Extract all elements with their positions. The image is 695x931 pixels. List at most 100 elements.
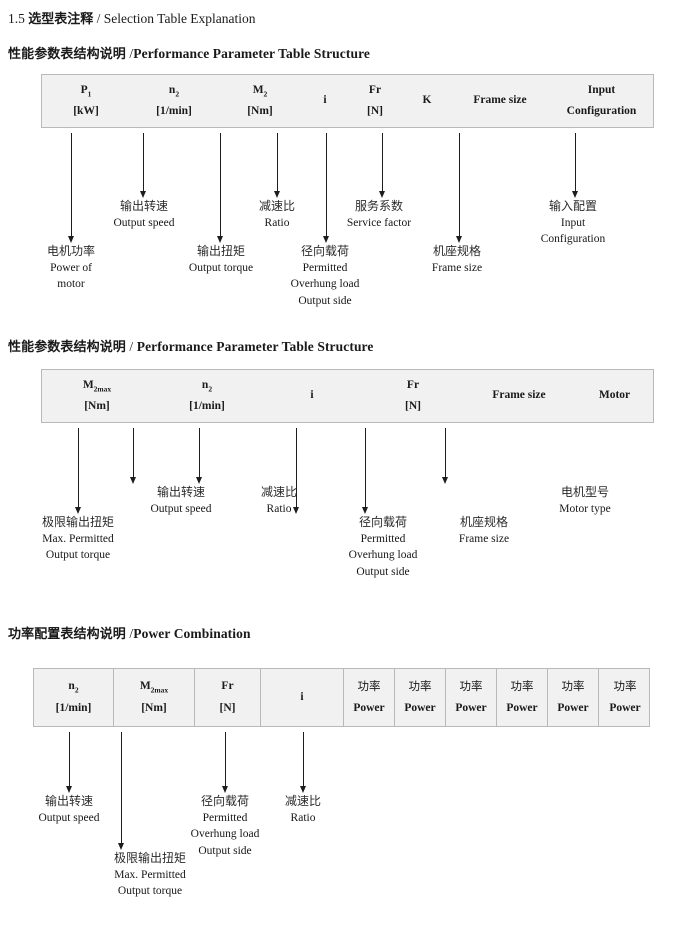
arrow-to-frame-size-2 — [361, 428, 368, 514]
table1-col-fr: Fr [N] — [348, 75, 402, 127]
table2-col-motor-symbol: Motor — [598, 389, 631, 402]
table1-col-k-symbol: K — [422, 94, 432, 107]
table3-col-fr: Fr [N] — [195, 669, 261, 726]
label-input-configuration-cn: 输入配置 — [548, 199, 597, 213]
label-output-speed-2-en: Output speed — [150, 503, 212, 516]
label-max-permitted-output-torque-3: 极限输出扭矩 Max. Permitted Output torque — [114, 850, 186, 900]
arrow-to-power-of-motor — [67, 133, 74, 243]
label-overhung-2-en-2: Overhung load — [348, 549, 418, 562]
label-service-factor-en: Service factor — [346, 217, 412, 230]
arrow-to-ratio-2 — [195, 428, 202, 484]
label-overhung-3-en-2: Overhung load — [190, 828, 260, 841]
label-output-torque-en: Output torque — [188, 262, 254, 275]
label-output-speed-3-cn: 输出转速 — [44, 794, 94, 808]
performance-parameter-table-1: P1 [kW] n2 [1/min] M2 [Nm] i Fr [N] K Fr… — [41, 74, 654, 128]
table3-col-fr-symbol: Fr — [221, 680, 234, 693]
label-ratio-2-cn: 减速比 — [260, 485, 298, 499]
label-overhung-1-en-3: Output side — [298, 294, 352, 307]
label-max-permitted-output-torque-2: 极限输出扭矩 Max. Permitted Output torque — [42, 514, 114, 564]
table3-col-power-4-cn: 功率 — [510, 679, 534, 694]
label-overhung-1-en-2: Overhung load — [290, 278, 360, 291]
label-max-torque-2-en-1: Max. Permitted — [42, 533, 114, 546]
arrow-to-permitted-overhung-load-1 — [322, 133, 329, 243]
table2-col-fr-unit: [N] — [405, 400, 421, 412]
table3-col-power-6-cn: 功率 — [613, 679, 637, 694]
table3-col-power-4-en: Power — [506, 701, 538, 714]
table3-col-i-symbol: i — [300, 690, 304, 703]
label-output-speed-3-en: Output speed — [38, 812, 100, 825]
label-permitted-overhung-load-3: 径向载荷 Permitted Overhung load Output side — [191, 793, 260, 859]
page-title-en: Selection Table Explanation — [103, 11, 256, 26]
label-overhung-3-cn: 径向载荷 — [200, 794, 250, 808]
section-2-heading: 性能参数表结构说明 / Performance Parameter Table … — [8, 336, 374, 355]
section-2-heading-sep: / — [129, 339, 134, 354]
label-output-speed-2-cn: 输出转速 — [156, 485, 206, 499]
label-overhung-1-cn: 径向载荷 — [300, 244, 350, 258]
label-max-torque-3-en-2: Output torque — [117, 885, 183, 898]
label-frame-size-1-en: Frame size — [431, 262, 483, 275]
label-max-torque-3-en-1: Max. Permitted — [114, 869, 186, 882]
table3-col-power-1-cn: 功率 — [357, 679, 381, 694]
label-overhung-3-en-1: Permitted — [202, 812, 248, 825]
table1-col-m2-symbol: M2 — [252, 83, 268, 99]
label-ratio-2-en: Ratio — [266, 503, 292, 516]
label-overhung-3-en-3: Output side — [198, 844, 252, 857]
arrow-to-permitted-overhung-load-3 — [221, 732, 228, 793]
arrow-to-output-speed-3 — [65, 732, 72, 793]
label-output-speed-3: 输出转速 Output speed — [38, 793, 99, 826]
label-output-speed-1-cn: 输出转速 — [119, 199, 169, 213]
table1-col-n2-unit: [1/min] — [156, 105, 192, 117]
table1-col-input-configuration: Input Configuration — [548, 75, 655, 127]
label-frame-size-2-cn: 机座规格 — [459, 515, 509, 529]
table3-col-power-3: 功率 Power — [446, 669, 497, 726]
label-frame-size-1: 机座规格 Frame size — [432, 243, 482, 276]
label-motor-type: 电机型号 Motor type — [559, 484, 610, 517]
arrow-to-output-speed-2 — [129, 428, 136, 484]
table1-col-m2-unit: [Nm] — [247, 105, 273, 117]
power-combination-table: n2 [1/min] M2max [Nm] Fr [N] i 功率 Power … — [33, 668, 650, 727]
table1-col-p1-symbol: P1 — [80, 83, 92, 99]
arrow-to-input-configuration — [571, 133, 578, 198]
label-output-speed-1: 输出转速 Output speed — [113, 198, 174, 231]
label-frame-size-2: 机座规格 Frame size — [459, 514, 509, 547]
table3-col-power-6-en: Power — [609, 701, 641, 714]
section-3-heading-cn: 功率配置表结构说明 — [8, 627, 126, 642]
table3-col-n2-unit: [1/min] — [55, 701, 92, 714]
table3-col-power-6: 功率 Power — [599, 669, 651, 726]
label-input-configuration: 输入配置 Input Configuration — [541, 198, 606, 248]
label-permitted-overhung-load-2: 径向载荷 Permitted Overhung load Output side — [349, 514, 418, 580]
table3-col-power-5-en: Power — [557, 701, 589, 714]
label-max-torque-2-en-2: Output torque — [45, 549, 111, 562]
label-frame-size-1-cn: 机座规格 — [432, 244, 482, 258]
label-overhung-1-en-1: Permitted — [302, 262, 348, 275]
label-overhung-2-en-1: Permitted — [360, 533, 406, 546]
table3-col-power-3-en: Power — [455, 701, 487, 714]
table3-col-m2max-unit: [Nm] — [141, 701, 167, 714]
table3-col-m2max-symbol: M2max — [139, 680, 169, 695]
table1-col-frame-size-symbol: Frame size — [473, 94, 527, 107]
label-output-torque-cn: 输出扭矩 — [196, 244, 246, 258]
table3-col-power-2: 功率 Power — [395, 669, 446, 726]
table3-col-fr-unit: [N] — [219, 701, 236, 714]
table2-col-i: i — [262, 370, 362, 422]
arrow-to-output-torque — [216, 133, 223, 243]
label-ratio-3-cn: 减速比 — [284, 794, 322, 808]
arrow-to-ratio-1 — [273, 133, 280, 198]
label-ratio-1: 减速比 Ratio — [259, 198, 295, 231]
label-frame-size-2-en: Frame size — [458, 533, 510, 546]
table2-col-motor: Motor — [574, 370, 655, 422]
label-service-factor: 服务系数 Service factor — [347, 198, 411, 231]
label-ratio-1-cn: 减速比 — [258, 199, 296, 213]
table2-col-m2max-unit: [Nm] — [84, 400, 110, 412]
table1-col-frame-size: Frame size — [452, 75, 548, 127]
table1-col-k: K — [402, 75, 452, 127]
label-power-of-motor: 电机功率 Power of motor — [47, 243, 95, 293]
performance-parameter-table-2: M2max [Nm] n2 [1/min] i Fr [N] Frame siz… — [41, 369, 654, 423]
table3-col-power-1: 功率 Power — [344, 669, 395, 726]
table2-col-n2-unit: [1/min] — [189, 400, 225, 412]
section-1-heading-en: Performance Parameter Table Structure — [133, 46, 371, 61]
label-input-configuration-en-2: Configuration — [540, 233, 606, 246]
table3-col-m2max: M2max [Nm] — [114, 669, 195, 726]
section-1-heading-cn: 性能参数表结构说明 — [8, 47, 126, 62]
